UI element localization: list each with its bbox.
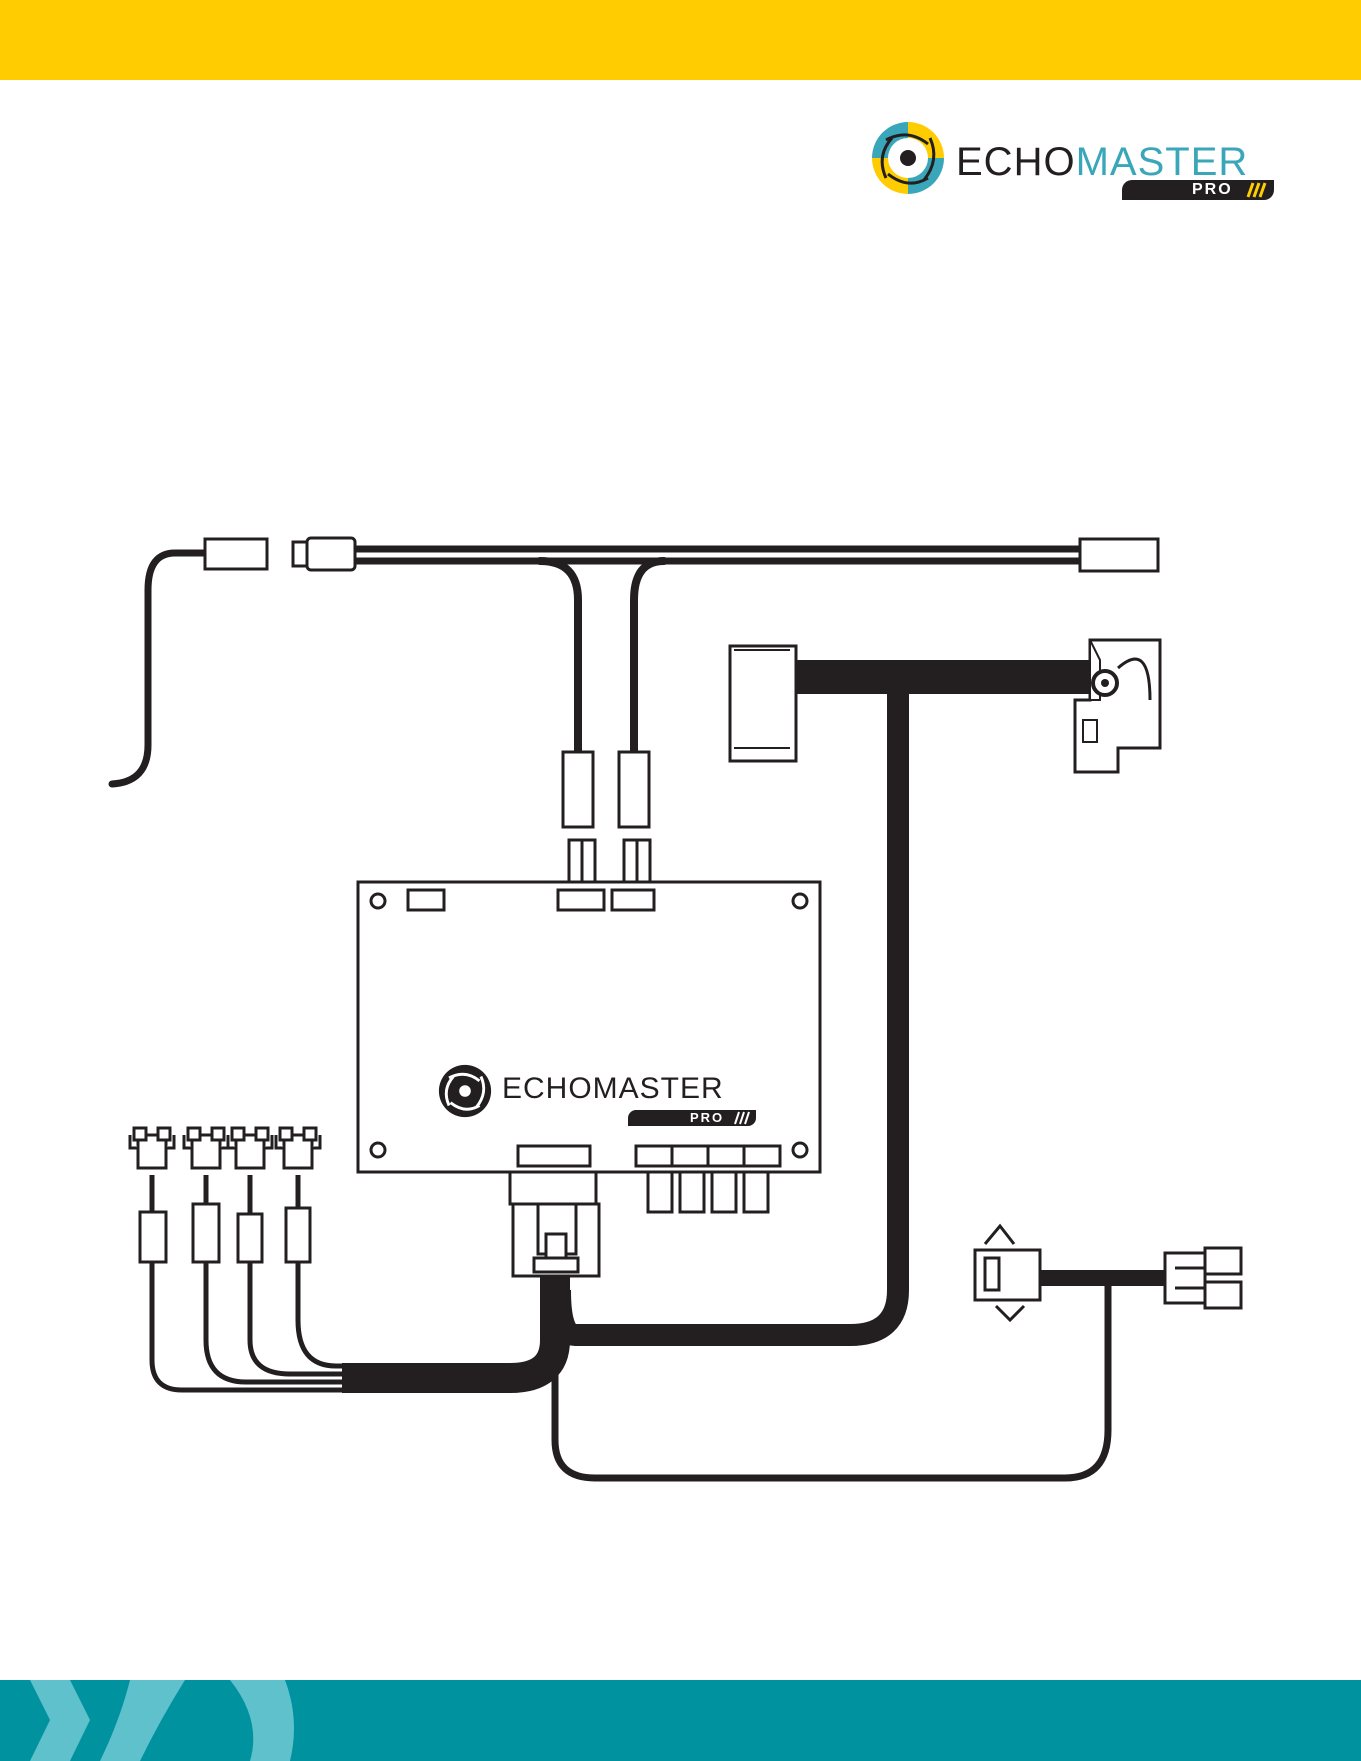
power-plug-right [1165, 1248, 1241, 1308]
camera-fuse-4 [286, 1208, 310, 1262]
port-cam-2 [672, 1146, 708, 1166]
camera-fuse-3 [238, 1214, 262, 1262]
oem-connector-right [1075, 640, 1160, 772]
cam-plug-2 [680, 1172, 704, 1212]
main-trunk-bundle [342, 1276, 555, 1378]
swirl-logo-icon [436, 1062, 494, 1120]
cam-plug-4 [744, 1172, 768, 1212]
port-cam-3 [708, 1146, 744, 1166]
antenna-plug-right [1080, 539, 1158, 571]
camera-plug-4 [276, 1128, 320, 1168]
camera-lead-4 [298, 1175, 342, 1366]
port-antenna-a [558, 890, 604, 910]
antenna-jack [307, 538, 355, 570]
camera-lead-2 [206, 1175, 342, 1382]
oem-connector-left [730, 646, 796, 761]
port-antenna-b [612, 890, 654, 910]
cam-plug-1 [648, 1172, 672, 1212]
module-wordmark: ECHOMASTER [502, 1074, 724, 1104]
main-plug-collar [510, 1172, 596, 1204]
drop-cable-left [540, 561, 578, 752]
camera-plug-3 [228, 1128, 272, 1168]
camera-fuse-2 [193, 1204, 219, 1262]
port-main [518, 1146, 590, 1166]
camera-fuse-1 [140, 1212, 166, 1262]
mount-hole [793, 894, 807, 908]
module-pro-label: PRO [690, 1110, 724, 1125]
camera-plug-2 [184, 1128, 228, 1168]
mount-hole [371, 1143, 385, 1157]
port-aux [408, 890, 444, 910]
camera-plug-1 [130, 1128, 174, 1168]
signal-arcs-icon [732, 1111, 752, 1125]
port-cam-4 [744, 1146, 780, 1166]
oem-main-harness [796, 660, 1090, 694]
mount-hole [371, 894, 385, 908]
drop-cable-right [634, 561, 664, 752]
mount-hole [793, 1143, 807, 1157]
chevron-stripes-icon [0, 1680, 360, 1761]
module-pro-badge: PRO [628, 1110, 756, 1126]
power-loop-cable [555, 1278, 1108, 1478]
port-cam-1 [636, 1146, 672, 1166]
left-antenna-lead [112, 553, 205, 784]
inline-plug-left [563, 752, 593, 827]
module-logo: ECHOMASTER PRO [436, 1060, 756, 1140]
power-plug-left [975, 1226, 1040, 1320]
inline-plug-right [619, 752, 649, 827]
cam-plug-3 [712, 1172, 736, 1212]
antenna-plug-left [205, 539, 267, 569]
bottom-teal-band [0, 1680, 1361, 1761]
antenna-plug-tip [293, 542, 307, 566]
